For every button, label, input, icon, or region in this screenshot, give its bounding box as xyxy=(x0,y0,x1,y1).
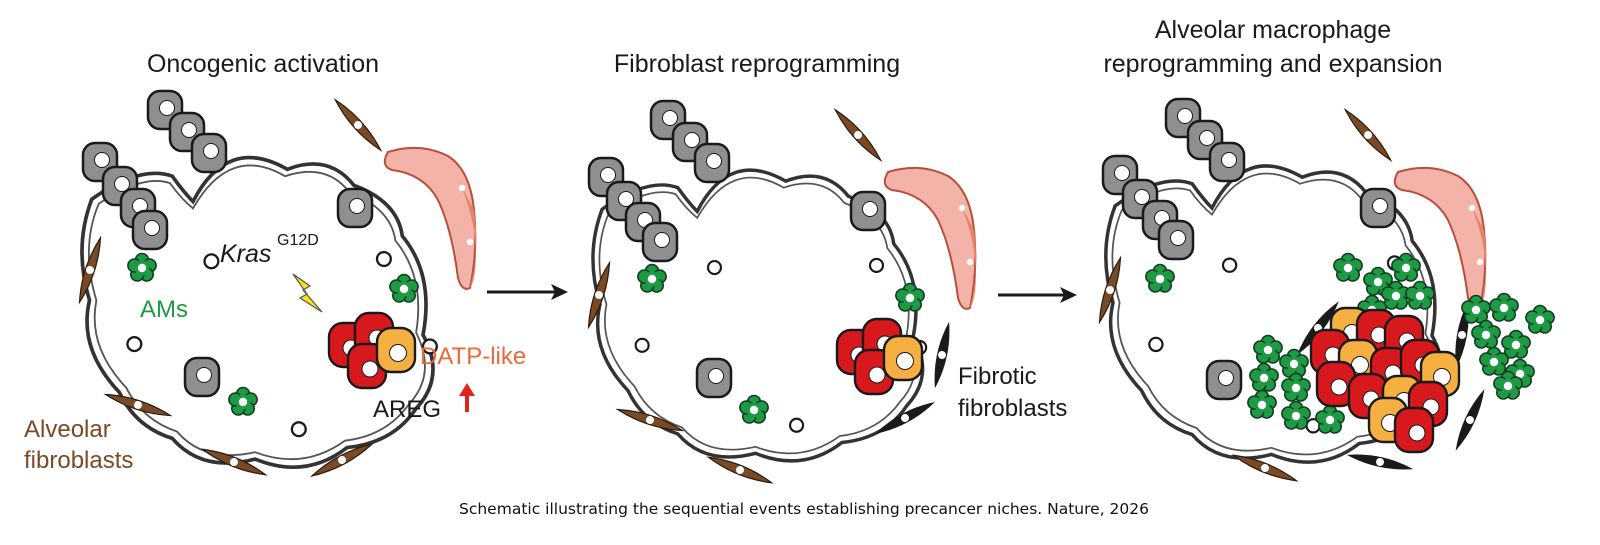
tumor-cluster-1 xyxy=(327,311,417,390)
alveolar-fibroblasts-1 xyxy=(74,96,385,481)
areg-label: AREG xyxy=(373,396,441,423)
panel-1-title: Oncogenic activation xyxy=(147,50,379,78)
right-arrow-icon xyxy=(998,287,1077,303)
right-arrow-icon xyxy=(487,284,568,300)
fibrotic-fibroblasts-label-1: Fibrotic xyxy=(958,363,1037,390)
figure-caption: Schematic illustrating the sequential ev… xyxy=(459,500,1149,518)
panel-macrophage-expansion: Alveolar macrophage reprogramming and ex… xyxy=(1094,16,1555,486)
panel-fibroblast-reprogramming: Fibroblast reprogramming xyxy=(583,50,1067,488)
up-arrow-icon xyxy=(459,383,475,412)
panel-3-title-line-1: Alveolar macrophage xyxy=(1155,16,1391,44)
alveolar-fibroblasts-2 xyxy=(583,106,885,488)
ams-label: AMs xyxy=(140,296,188,323)
tumor-cluster-2 xyxy=(835,317,924,396)
kras-label: Kras xyxy=(220,240,271,268)
panel-2-title: Fibroblast reprogramming xyxy=(614,50,900,78)
alveolar-fibroblasts-label-2: fibroblasts xyxy=(24,447,133,474)
kras-superscript: G12D xyxy=(277,232,319,249)
fibrotic-fibroblasts-label-2: fibroblasts xyxy=(958,395,1067,422)
panel-3-title-line-2: reprogramming and expansion xyxy=(1103,50,1442,78)
panel-oncogenic-activation: Oncogenic activation xyxy=(24,50,526,481)
alveolar-fibroblasts-label-1: Alveolar xyxy=(24,416,111,443)
datp-label: DATP-like xyxy=(420,343,526,370)
lightning-icon xyxy=(292,273,323,313)
blood-vessel-2 xyxy=(883,166,978,310)
